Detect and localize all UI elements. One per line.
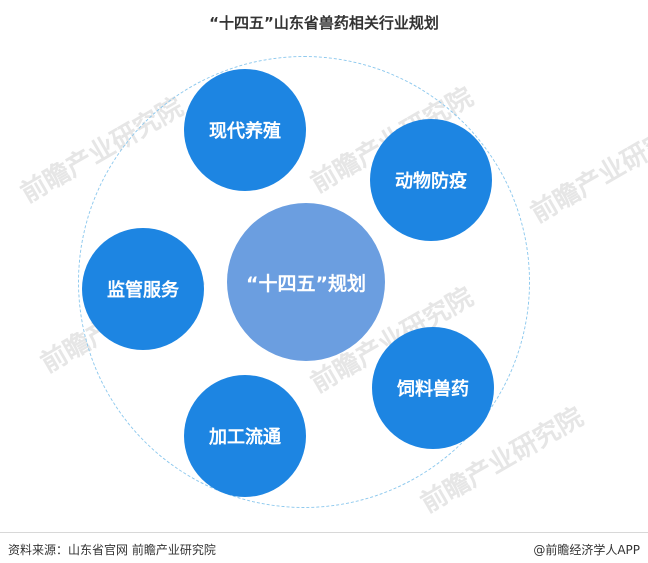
- node-supervision-service: 监管服务: [82, 228, 204, 350]
- center-node-label: “十四五”规划: [246, 272, 366, 295]
- footer: 资料来源：山东省官网 前瞻产业研究院 @前瞻经济学人APP: [0, 532, 648, 563]
- brand-credit: @前瞻经济学人APP: [533, 543, 640, 557]
- node-label: 饲料兽药: [397, 379, 469, 400]
- node-label: 加工流通: [209, 427, 281, 448]
- chart-title: “十四五”山东省兽药相关行业规划: [209, 14, 439, 32]
- node-animal-epidemic-prevention: 动物防疫: [370, 119, 492, 241]
- source-note: 资料来源：山东省官网 前瞻产业研究院: [8, 543, 216, 557]
- node-feed-veterinary-drugs: 饲料兽药: [372, 327, 494, 449]
- node-label: 现代养殖: [209, 121, 281, 142]
- outer-dashed-ring: [78, 56, 530, 508]
- watermark: 前瞻产业研究院: [525, 112, 648, 230]
- node-processing-circulation: 加工流通: [184, 375, 306, 497]
- node-label: 动物防疫: [395, 171, 467, 192]
- node-modern-breeding: 现代养殖: [184, 69, 306, 191]
- center-node: “十四五”规划: [227, 203, 385, 361]
- node-label: 监管服务: [107, 280, 179, 301]
